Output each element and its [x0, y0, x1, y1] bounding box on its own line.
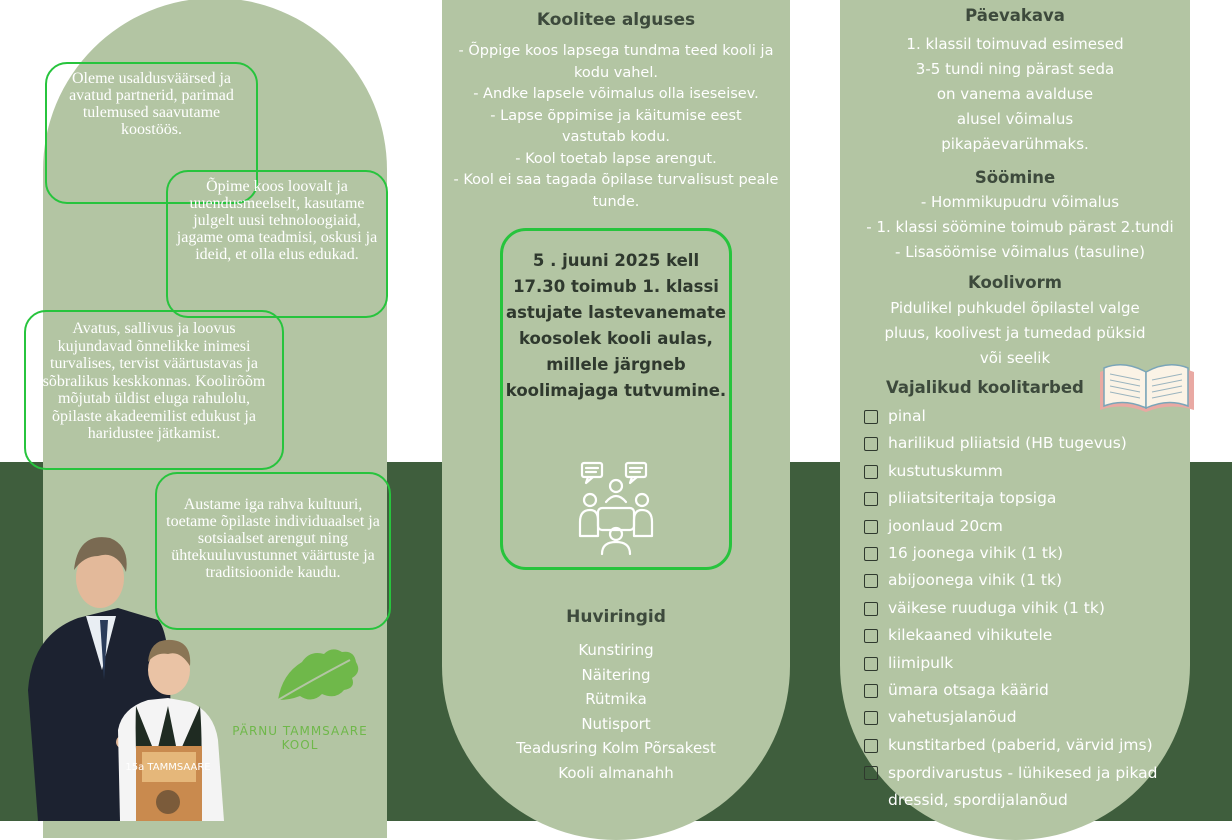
- book-cover-text: 15a TAMMSAARE: [125, 762, 210, 773]
- supply-item[interactable]: kilekaaned vihikutele: [862, 623, 1208, 650]
- supply-item[interactable]: abijoonega vihik (1 tk): [862, 568, 1208, 595]
- supply-label: pinal: [888, 407, 926, 425]
- supply-item[interactable]: spordivarustus - lühikesed ja pikad dres…: [862, 760, 1208, 814]
- club-item: Kooli almanahh: [558, 763, 674, 782]
- open-book-icon: [1100, 364, 1194, 412]
- supply-item[interactable]: harilikud pliiatsid (HB tugevus): [862, 431, 1208, 458]
- schedule-line: on vanema avalduse: [936, 85, 1094, 103]
- supply-item[interactable]: kunstitarbed (paberid, värvid jms): [862, 733, 1208, 760]
- uniform-line: pluus, koolivest ja tumedad püksid: [884, 324, 1146, 342]
- club-item: Näitering: [581, 665, 651, 684]
- tip-line: - Lapse õppimise ja käitumise eest vastu…: [490, 107, 742, 146]
- checkbox[interactable]: [864, 738, 878, 753]
- info-panel: [840, 0, 1190, 840]
- oak-leaf-icon: [277, 649, 359, 701]
- club-item: Teadusring Kolm Põrsakest: [516, 739, 716, 757]
- uniform-line: Pidulikel puhkudel õpilastel valge: [890, 299, 1140, 317]
- supply-label: abijoonega vihik (1 tk): [888, 571, 1062, 590]
- checkbox[interactable]: [864, 464, 878, 479]
- school-start-title: Koolitee alguses: [536, 10, 696, 30]
- club-item: Kunstiring: [578, 641, 654, 659]
- value-text-culture: Austame iga rahva kultuuri, toetame õpil…: [166, 496, 380, 581]
- tip-line: - Kool toetab lapse arengut.: [515, 150, 717, 167]
- schedule-text: 1. klassil toimuvad esimesed 3-5 tundi n…: [840, 32, 1190, 157]
- food-line: - Hommikupudru võimalus: [920, 193, 1120, 211]
- supply-label: kunstitarbed (paberid, värvid jms): [888, 735, 1153, 754]
- supply-label: ümara otsaga käärid: [888, 680, 1049, 699]
- supply-item[interactable]: liimipulk: [862, 651, 1208, 678]
- supplies-checklist: pinal harilikud pliiatsid (HB tugevus) k…: [862, 404, 1208, 814]
- tip-line: - Kool ei saa tagada õpilase turvalisust…: [453, 172, 779, 210]
- food-line: - Lisasöömise võimalus (tasuline): [895, 243, 1145, 261]
- meeting-announcement-text: 5 . juuni 2025 kell 17.30 toimub 1. klas…: [505, 251, 727, 400]
- value-box-learning: Õpime koos loovalt ja uuendusmeelselt, k…: [166, 170, 388, 318]
- logo-line-1: PÄRNU TAMMSAARE: [232, 724, 368, 738]
- checkbox[interactable]: [864, 656, 878, 671]
- food-line: - 1. klassi söömine toimub pärast 2.tund…: [866, 218, 1174, 236]
- checkbox[interactable]: [864, 601, 878, 616]
- food-title: Söömine: [974, 168, 1056, 187]
- clubs-list: Kunstiring Näitering Rütmika Nutisport T…: [448, 638, 784, 785]
- schedule-line: alusel võimalus: [956, 110, 1074, 128]
- food-text: - Hommikupudru võimalus - 1. klassi sööm…: [836, 190, 1204, 265]
- checkbox[interactable]: [864, 711, 878, 726]
- checkbox[interactable]: [864, 410, 878, 424]
- supply-item[interactable]: 16 joonega vihik (1 tk): [862, 541, 1208, 568]
- tip-line: - Andke lapsele võimalus olla iseseisev.: [473, 86, 759, 102]
- supply-label: väikese ruuduga vihik (1 tk): [888, 598, 1105, 617]
- supply-item[interactable]: joonlaud 20cm: [862, 514, 1208, 541]
- supply-label: harilikud pliiatsid (HB tugevus): [888, 434, 1127, 453]
- meeting-announcement-box: [500, 228, 732, 570]
- checkbox[interactable]: [864, 683, 878, 698]
- club-item: Nutisport: [581, 714, 651, 733]
- schedule-title: Päevakava: [965, 6, 1065, 25]
- supply-label: spordivarustus - lühikesed ja pikad dres…: [888, 764, 1158, 810]
- value-box-culture: Austame iga rahva kultuuri, toetame õpil…: [155, 472, 391, 630]
- school-logo-text: PÄRNU TAMMSAARE KOOL: [222, 724, 378, 752]
- meeting-people-icon: [578, 461, 654, 556]
- checkbox[interactable]: [864, 437, 878, 452]
- logo-line-2: KOOL: [281, 738, 319, 752]
- supply-label: joonlaud 20cm: [888, 516, 1003, 535]
- checkbox[interactable]: [864, 546, 878, 561]
- schedule-line: pikapäevarühmaks.: [941, 135, 1089, 153]
- checkbox[interactable]: [864, 629, 878, 644]
- tip-line: - Õppige koos lapsega tundma teed kooli …: [458, 43, 774, 81]
- teacher-and-student-photo: 15a TAMMSAARE: [28, 537, 224, 821]
- school-start-tips: - Õppige koos lapsega tundma teed kooli …: [448, 41, 784, 213]
- supply-item[interactable]: pinal: [862, 404, 1208, 431]
- uniform-title: Koolivorm: [968, 273, 1062, 292]
- supply-label: kustutuskumm: [888, 461, 1003, 480]
- uniform-text: Pidulikel puhkudel õpilastel valge pluus…: [840, 296, 1190, 371]
- value-text-learning: Õpime koos loovalt ja uuendusmeelselt, k…: [176, 178, 378, 263]
- value-text-openness: Avatus, sallivus ja loovus kujundavad õn…: [42, 320, 266, 442]
- supply-item[interactable]: pliiatsiteritaja topsiga: [862, 486, 1208, 513]
- supply-item[interactable]: ümara otsaga käärid: [862, 678, 1208, 705]
- supply-label: 16 joonega vihik (1 tk): [888, 543, 1063, 562]
- schedule-line: 3-5 tundi ning pärast seda: [915, 60, 1115, 78]
- supply-label: vahetusjalanõud: [888, 708, 1017, 727]
- value-box-openness: Avatus, sallivus ja loovus kujundavad õn…: [24, 310, 284, 470]
- uniform-line: või seelik: [979, 349, 1051, 367]
- supply-label: pliiatsiteritaja topsiga: [888, 489, 1057, 508]
- checkbox[interactable]: [864, 519, 878, 534]
- supply-label: kilekaaned vihikutele: [888, 626, 1053, 645]
- value-text-cooperation: Oleme usaldusväärsed ja avatud partnerid…: [69, 70, 234, 138]
- supply-item[interactable]: vahetusjalanõud: [862, 705, 1208, 732]
- supplies-title: Vajalikud koolitarbed: [886, 378, 1084, 397]
- checkbox[interactable]: [864, 574, 878, 589]
- supply-item[interactable]: väikese ruuduga vihik (1 tk): [862, 596, 1208, 623]
- club-item: Rütmika: [585, 690, 647, 708]
- schedule-line: 1. klassil toimuvad esimesed: [906, 35, 1124, 53]
- checkbox[interactable]: [864, 492, 878, 507]
- value-box-cooperation: Oleme usaldusväärsed ja avatud partnerid…: [45, 62, 258, 204]
- clubs-title: Huviringid: [566, 607, 666, 627]
- checkbox[interactable]: [864, 766, 878, 781]
- supply-label: liimipulk: [888, 653, 954, 672]
- supply-item[interactable]: kustutuskumm: [862, 459, 1208, 486]
